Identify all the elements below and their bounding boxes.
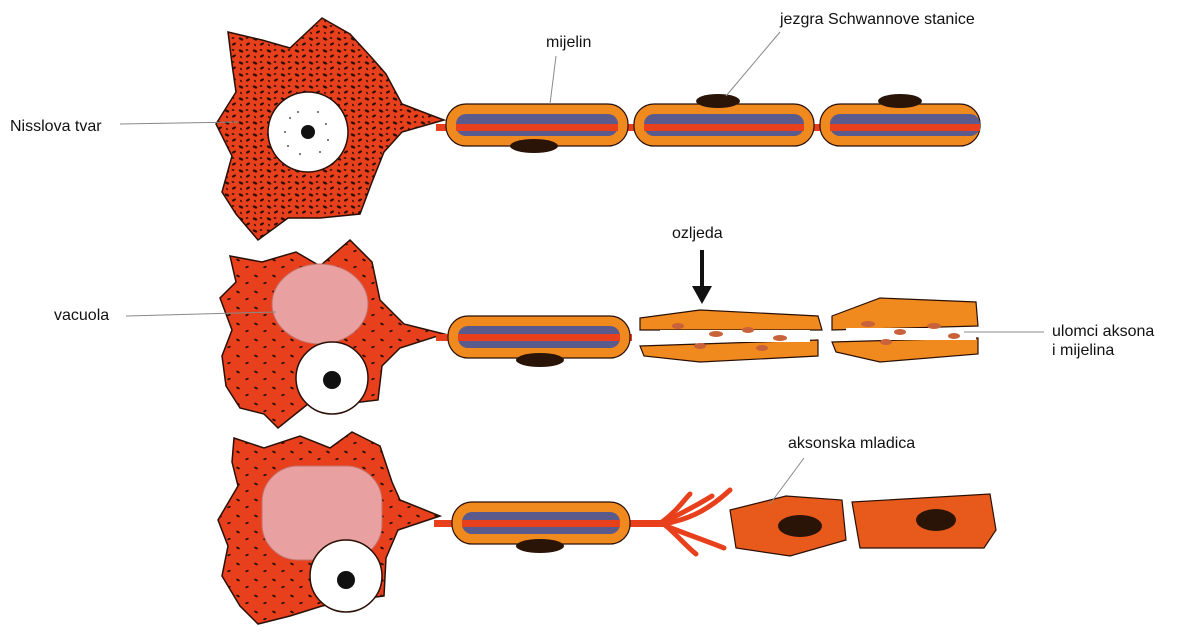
injured-neuron bbox=[220, 240, 978, 428]
label-vacuole: vacuola bbox=[54, 306, 109, 325]
injured-myelin-segment bbox=[448, 316, 630, 367]
label-fragments-line1: ulomci aksona bbox=[1052, 322, 1154, 341]
axon-sprouts bbox=[662, 490, 730, 554]
label-injury: ozljeda bbox=[672, 224, 723, 243]
injured-vacuole bbox=[272, 264, 368, 344]
regenerating-neuron bbox=[218, 432, 996, 624]
regenerating-nucleolus bbox=[337, 571, 355, 589]
label-fragments-line2: i mijelina bbox=[1052, 341, 1114, 360]
regenerating-myelin-segment bbox=[452, 502, 630, 553]
injury-arrow-head bbox=[692, 286, 712, 304]
label-nissl-substance: Nisslova tvar bbox=[10, 117, 102, 136]
normal-neuron bbox=[216, 18, 980, 240]
label-axon-sprout: aksonska mladica bbox=[788, 434, 915, 453]
label-schwann-nucleus: jezgra Schwannove stanice bbox=[780, 10, 975, 29]
degenerating-segments bbox=[640, 298, 978, 362]
normal-nucleolus bbox=[301, 125, 315, 139]
injured-nucleolus bbox=[323, 371, 341, 389]
label-myelin: mijelin bbox=[546, 33, 591, 52]
